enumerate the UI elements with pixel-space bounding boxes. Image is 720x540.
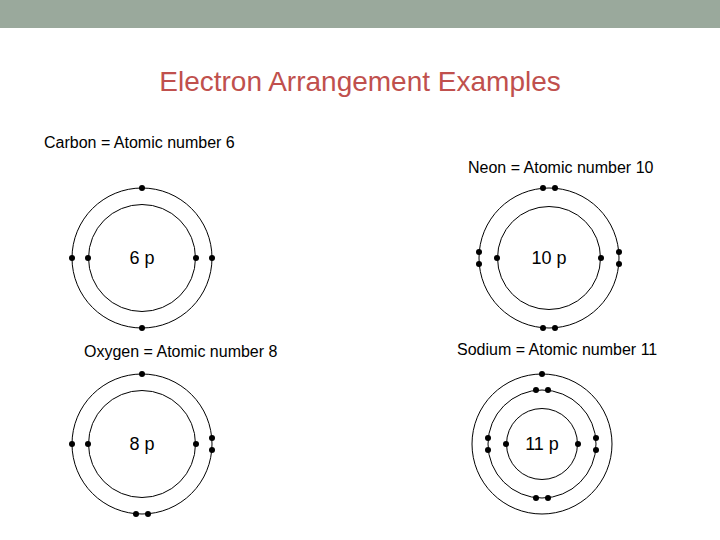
proton-count: 6 p (129, 248, 154, 268)
element-heading: Oxygen = Atomic number 8 (84, 343, 277, 361)
electron-dot (545, 495, 551, 501)
electron-dot (533, 495, 539, 501)
nucleus-shell: 10 p (497, 206, 601, 310)
slide-title: Electron Arrangement Examples (159, 66, 561, 98)
electron-dot (598, 255, 604, 261)
element-heading: Sodium = Atomic number 11 (457, 341, 657, 359)
electron-dot (540, 185, 546, 191)
shell-ring (488, 390, 596, 498)
electron-dot (476, 249, 482, 255)
electron-dot (145, 511, 151, 517)
electron-dot (593, 447, 599, 453)
electron-dot (193, 441, 199, 447)
header-bar (0, 0, 720, 28)
electron-dot (593, 435, 599, 441)
electron-dot (193, 255, 199, 261)
electron-dot (540, 325, 546, 331)
electron-dot (533, 387, 539, 393)
shell-ring (72, 374, 212, 514)
electron-dot (476, 261, 482, 267)
shell-ring (507, 409, 578, 480)
electron-dot (552, 325, 558, 331)
element-heading: Neon = Atomic number 10 (468, 159, 653, 177)
nucleus-shell: 8 p (88, 390, 196, 498)
electron-dot (616, 249, 622, 255)
electron-dot (139, 185, 145, 191)
electron-dot (209, 435, 215, 441)
shell-ring (72, 188, 212, 328)
nucleus-shell: 6 p (88, 204, 196, 312)
proton-count: 11 p (525, 434, 559, 454)
shell-ring (89, 391, 196, 498)
electron-dot (539, 371, 545, 377)
electron-dot (485, 447, 491, 453)
electron-dot (209, 255, 215, 261)
nucleus-shell: 11 p (506, 408, 578, 480)
electron-dot (616, 261, 622, 267)
proton-count: 8 p (129, 434, 154, 454)
electron-dot (552, 185, 558, 191)
electron-dot (69, 441, 75, 447)
shell-ring (472, 374, 612, 514)
electron-dot (139, 371, 145, 377)
electron-dot (575, 441, 581, 447)
electron-dot (133, 511, 139, 517)
shell-ring (498, 207, 601, 310)
shell-ring (479, 188, 619, 328)
electron-dot (545, 387, 551, 393)
element-heading: Carbon = Atomic number 6 (44, 134, 235, 152)
proton-count: 10 p (531, 248, 566, 268)
electron-dot (139, 325, 145, 331)
electron-dot (209, 447, 215, 453)
electron-dot (69, 255, 75, 261)
shell-ring (89, 205, 196, 312)
electron-dot (485, 435, 491, 441)
